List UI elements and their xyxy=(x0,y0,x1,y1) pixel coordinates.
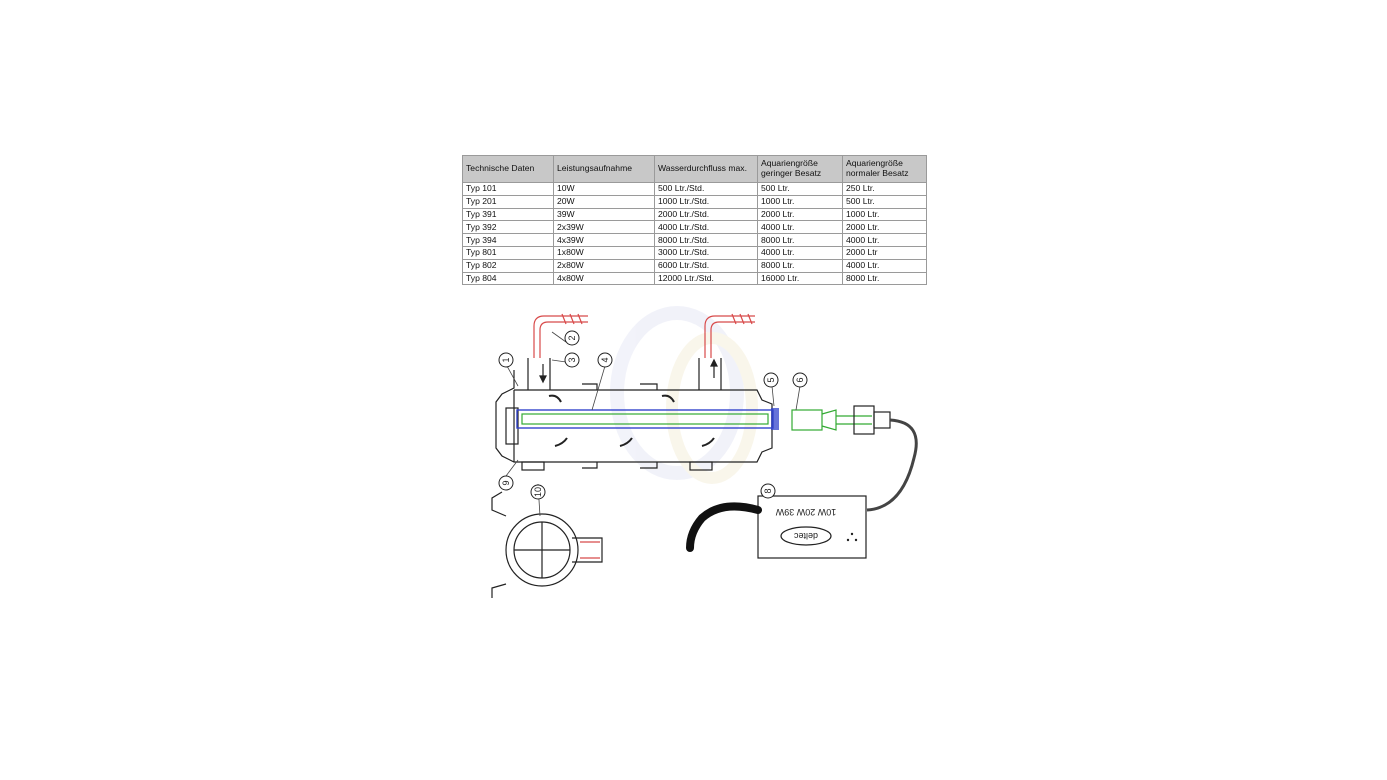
table-cell: 2000 Ltr. xyxy=(842,220,927,235)
swirl-arrows xyxy=(548,394,715,447)
callout-number: 8 xyxy=(763,488,773,493)
table-cell: 20W xyxy=(553,194,655,209)
table-cell: 1x80W xyxy=(553,245,655,260)
flow-arrows xyxy=(539,358,718,384)
callout-circle xyxy=(763,372,779,388)
header-leistungsaufnahme: Leistungsaufnahme xyxy=(553,155,655,183)
uv-lamp xyxy=(521,413,769,425)
callout-group: 1 2 3 4 5 6 8 9 10 xyxy=(498,330,808,500)
table-cell: 16000 Ltr. xyxy=(757,271,843,286)
callout-number: 2 xyxy=(567,335,577,340)
table-cell: 39W xyxy=(553,207,655,222)
outlet-hose-connector xyxy=(704,313,755,358)
callout-number: 9 xyxy=(501,480,511,485)
callout-circle xyxy=(498,352,514,368)
table-cell: 1000 Ltr./Std. xyxy=(654,194,758,209)
table-cell: Typ 802 xyxy=(462,258,554,273)
callout-number: 4 xyxy=(600,357,610,362)
table-cell: 8000 Ltr. xyxy=(757,258,843,273)
watermark-logo xyxy=(610,306,758,484)
cross-section-hose-connector xyxy=(580,541,600,559)
table-cell: 3000 Ltr./Std. xyxy=(654,245,758,260)
table-cell: 2000 Ltr. xyxy=(757,207,843,222)
table-cell: 4x39W xyxy=(553,233,655,247)
seal-ring xyxy=(771,408,779,430)
table-cell: Typ 801 xyxy=(462,245,554,260)
table-cell: 4000 Ltr. xyxy=(757,220,843,235)
cross-section-view xyxy=(491,491,603,598)
table-cell: 6000 Ltr./Std. xyxy=(654,258,758,273)
callout-number: 6 xyxy=(795,377,805,382)
header-wasserdurchfluss: Wasserdurchfluss max. xyxy=(654,155,758,183)
table-cell: 2x39W xyxy=(553,220,655,235)
ballast-wattage-label: 10W 20W 39W xyxy=(775,507,836,517)
lamp-socket xyxy=(791,409,872,431)
table-cell: 500 Ltr./Std. xyxy=(654,182,758,196)
cable-gland xyxy=(853,405,891,435)
table-cell: Typ 201 xyxy=(462,194,554,209)
header-aquarium-gering: Aquariengröße geringer Besatz xyxy=(757,155,843,183)
filter-housing xyxy=(495,358,773,471)
uv-clarifier-diagram: 10W 20W 39W deltec 1 2 3 4 5 6 8 9 10 xyxy=(491,306,918,598)
callout-circle xyxy=(760,483,776,499)
callout-circle xyxy=(564,352,580,368)
table-cell: 2x80W xyxy=(553,258,655,273)
callout-circle xyxy=(498,475,514,491)
table-cell: 500 Ltr. xyxy=(757,182,843,196)
ballast-brand-label: deltec xyxy=(793,531,818,541)
table-cell: 4000 Ltr./Std. xyxy=(654,220,758,235)
table-cell: 12000 Ltr./Std. xyxy=(654,271,758,286)
header-aquarium-normal: Aquariengröße normaler Besatz xyxy=(842,155,927,183)
table-cell: 4x80W xyxy=(553,271,655,286)
power-cable xyxy=(866,418,918,512)
table-cell: Typ 392 xyxy=(462,220,554,235)
table-cell: 4000 Ltr. xyxy=(842,233,927,247)
table-cell: 2000 Ltr./Std. xyxy=(654,207,758,222)
callout-circle xyxy=(597,352,613,368)
table-cell: 1000 Ltr. xyxy=(757,194,843,209)
ballast-unit xyxy=(757,495,867,559)
inlet-hose-connector xyxy=(533,313,588,358)
table-cell: 1000 Ltr. xyxy=(842,207,927,222)
table-cell: Typ 101 xyxy=(462,182,554,196)
table-cell: 8000 Ltr. xyxy=(842,271,927,286)
table-cell: Typ 394 xyxy=(462,233,554,247)
callout-number: 5 xyxy=(766,377,776,382)
table-header-row: Technische Daten Leistungsaufnahme Wasse… xyxy=(462,155,927,183)
table-cell: 10W xyxy=(553,182,655,196)
header-technische-daten: Technische Daten xyxy=(462,155,554,183)
callout-number: 3 xyxy=(567,357,577,362)
table-cell: 500 Ltr. xyxy=(842,194,927,209)
table-cell: 250 Ltr. xyxy=(842,182,927,196)
table-cell: 2000 Ltr xyxy=(842,245,927,260)
callout-number: 1 xyxy=(501,357,511,362)
table-cell: 4000 Ltr. xyxy=(842,258,927,273)
callout-circle xyxy=(792,372,808,388)
table-cell: Typ 804 xyxy=(462,271,554,286)
specifications-table: Technische Daten Leistungsaufnahme Wasse… xyxy=(462,155,927,286)
callout-circle xyxy=(530,484,546,500)
table-cell: 8000 Ltr. xyxy=(757,233,843,247)
table-cell: 8000 Ltr./Std. xyxy=(654,233,758,247)
callout-circle xyxy=(564,330,580,346)
table-cell: 4000 Ltr. xyxy=(757,245,843,260)
mains-cable xyxy=(686,502,762,552)
callout-number: 10 xyxy=(533,487,543,497)
table-cell: Typ 391 xyxy=(462,207,554,222)
